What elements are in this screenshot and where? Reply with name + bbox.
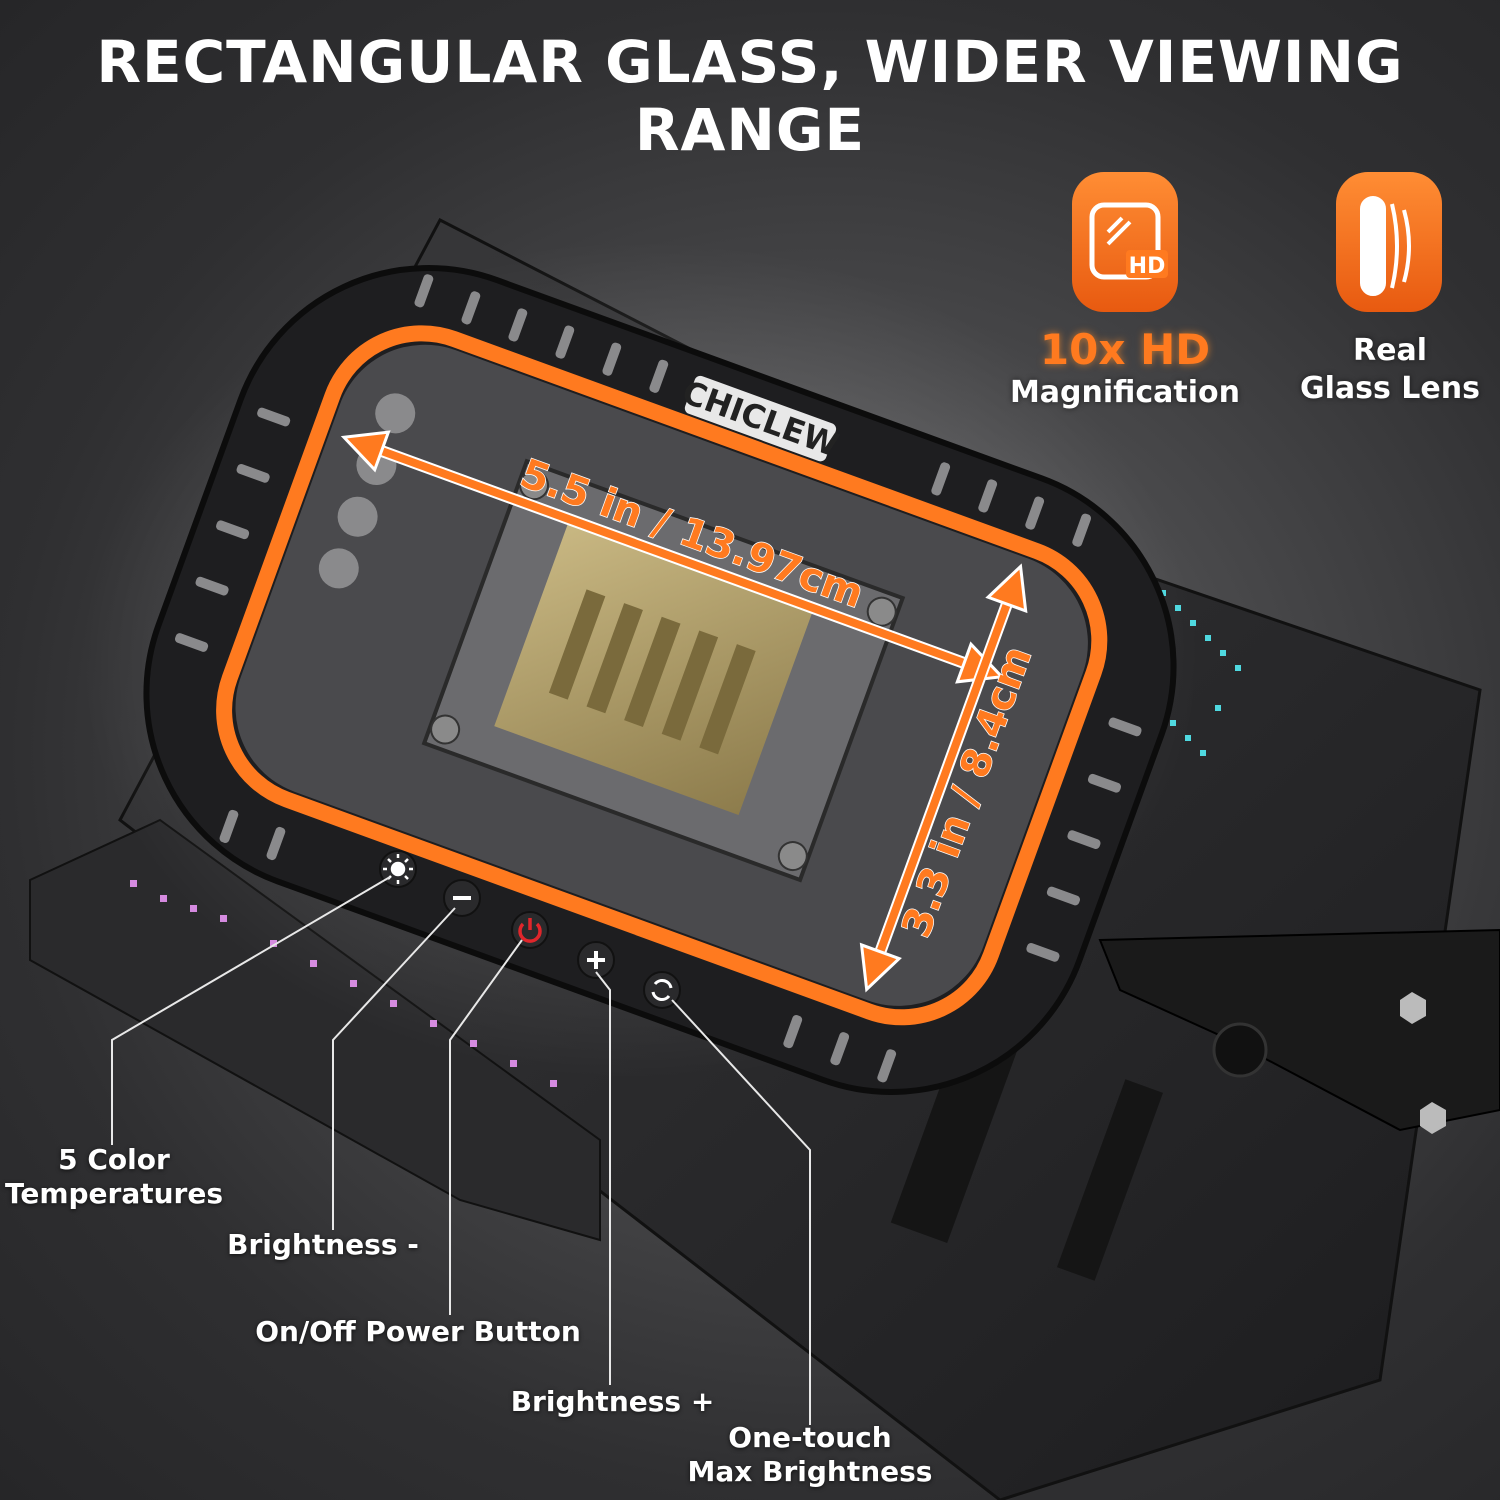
feature-badge-glass: [1336, 172, 1442, 312]
callout-brightness-minus-text: Brightness -: [227, 1228, 419, 1261]
callout-brightness-minus: Brightness -: [218, 1228, 428, 1262]
callout-brightness-plus-text: Brightness +: [510, 1385, 715, 1418]
callout-lines: [111, 876, 811, 1425]
feature-glass-label: Real Glass Lens: [1290, 332, 1490, 408]
feature-hd-subtitle: Magnification: [1009, 375, 1241, 410]
sun-icon: [383, 854, 413, 884]
feature-glass-title: Real: [1353, 333, 1427, 368]
feature-hd-label: 10x HD Magnification: [1000, 326, 1250, 412]
brightness-minus-button[interactable]: [443, 879, 481, 917]
control-buttons: [379, 850, 681, 1009]
feature-badge-hd: HD: [1072, 172, 1178, 312]
max-brightness-button[interactable]: [643, 971, 681, 1009]
glass-lens-icon: [1360, 196, 1411, 296]
callout-max-brightness-line1: One-touch: [728, 1421, 892, 1454]
callout-color-temp-line1: 5 Color: [58, 1143, 170, 1176]
callout-max-brightness: One-touch Max Brightness: [670, 1421, 950, 1489]
callout-brightness-plus: Brightness +: [505, 1385, 720, 1419]
brand-tag: [684, 375, 837, 462]
hd-magnify-icon: HD: [1089, 202, 1168, 280]
brightness-plus-button[interactable]: [577, 941, 615, 979]
power-icon: [518, 918, 542, 943]
headline: RECTANGULAR GLASS, WIDER VIEWING RANGE: [96, 28, 1404, 164]
frame-ticks: [175, 274, 1142, 1083]
lens-orange-border: [216, 325, 1108, 1026]
clamp-arm: [1098, 928, 1500, 1134]
color-temp-button[interactable]: [379, 850, 417, 888]
plus-icon: [587, 951, 605, 969]
callout-max-brightness-line2: Max Brightness: [687, 1455, 933, 1488]
callout-color-temp: 5 Color Temperatures: [0, 1143, 228, 1211]
refresh-icon: [651, 979, 673, 1001]
hd-badge-text: HD: [1129, 254, 1166, 279]
callout-power: On/Off Power Button: [248, 1315, 588, 1349]
power-button[interactable]: [511, 911, 549, 949]
feature-glass-subtitle: Glass Lens: [1300, 371, 1480, 406]
callout-power-text: On/Off Power Button: [255, 1315, 581, 1348]
callout-color-temp-line2: Temperatures: [4, 1177, 224, 1210]
feature-hd-title: 10x HD: [1039, 325, 1211, 374]
dimension-arrows: [340, 430, 1028, 993]
